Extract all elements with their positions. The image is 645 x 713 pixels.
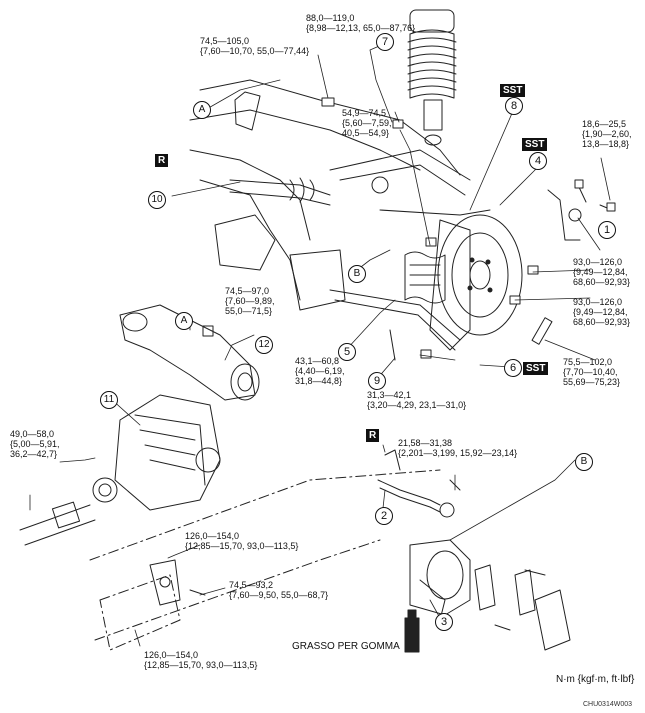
callout-9: 9 [368, 372, 386, 390]
callout-8: 8 [505, 97, 523, 115]
coil-spring [407, 9, 457, 146]
callout-7: 7 [376, 33, 394, 51]
callout-1: 1 [598, 221, 616, 239]
torque-spec-shock-top: 88,0—119,0 {8,98—12,13, 65,0—87,76} [306, 13, 416, 33]
torque-spec-parking-cable: 21,58—31,38 {2,201—3,199, 15,92—23,14} [398, 438, 518, 458]
brake-caliper [409, 539, 571, 651]
rear-crossmember [189, 79, 461, 311]
torque-spec-stabilizer: 18,6—25,5 {1,90—2,60, 13,8—18,8} [582, 119, 632, 149]
knuckle-and-boot [404, 219, 471, 351]
body-frame [89, 469, 441, 651]
torque-spec-upper-arm: 74,5—105,0 {7,60—10,70, 55,0—77,44} [200, 36, 310, 56]
r-tag-left: R [155, 154, 169, 167]
reference-b-top: B [348, 265, 366, 283]
reference-a-top: A [193, 101, 211, 119]
callout-2: 2 [375, 507, 393, 525]
callout-10: 10 [148, 191, 166, 209]
upper-arms [329, 149, 491, 216]
torque-spec-bracket-bolt: 74,5—93,2 {7,60—9,50, 55,0—68,7} [229, 580, 329, 600]
torque-spec-diff-bracket: 126,0—154,0 {12,85—15,70, 93,0—113,5} [185, 531, 299, 551]
callout-4: 4 [529, 152, 547, 170]
leader-lines [29, 43, 611, 647]
torque-spec-frame-bolt: 126,0—154,0 {12,85—15,70, 93,0—113,5} [144, 650, 258, 670]
parking-brake-cable [377, 449, 461, 518]
callout-5: 5 [338, 343, 356, 361]
callout-3: 3 [435, 613, 453, 631]
drive-shaft-upper [229, 176, 389, 206]
reference-a-mid: A [175, 312, 193, 330]
reference-b-right: B [575, 453, 593, 471]
torque-spec-shock-lower: 54,9—74,5 {5,60—7,59, 40,5—54,9} [342, 108, 392, 138]
lower-arm [329, 289, 461, 361]
units-caption: N·m {kgf·m, ft·lbf} [556, 674, 635, 685]
sst-tag-middle: SST [522, 138, 548, 151]
brake-disc [437, 214, 523, 336]
torque-spec-trailing-link: 31,3—42,1 {3,20—4,29, 23,1—31,0} [367, 390, 467, 410]
grease-caption: GRASSO PER GOMMA [292, 641, 400, 652]
grease-tube [404, 609, 420, 653]
torque-spec-hub-nut-1: 93,0—126,0 {9,49—12,84, 68,60—92,93} [573, 257, 631, 287]
r-tag-lower: R [366, 429, 380, 442]
differential-bracket [149, 559, 206, 606]
sst-tag-bottom: SST [523, 362, 549, 375]
torque-spec-propeller: 49,0—58,0 {5,00—5,91, 36,2—42,7} [10, 429, 60, 459]
torque-spec-hub-nut-2: 93,0—126,0 {9,49—12,84, 68,60—92,93} [573, 297, 631, 327]
differential [92, 394, 221, 511]
torque-spec-knuckle-bolt: 75,5—102,0 {7,70—10,40, 55,69—75,23} [563, 357, 621, 387]
torque-spec-lower-arm: 43,1—60,8 {4,40—6,19, 31,8—44,8} [295, 356, 345, 386]
torque-spec-diff-mount: 74,5—97,0 {7,60—9,89, 55,0—71,5} [225, 286, 275, 316]
callout-11: 11 [100, 391, 118, 409]
callout-6: 6 [504, 359, 522, 377]
sst-tag-top: SST [500, 84, 526, 97]
propeller-shaft [19, 501, 96, 546]
callout-12: 12 [255, 336, 273, 354]
figure-code: CHU0314W003 [583, 701, 633, 708]
